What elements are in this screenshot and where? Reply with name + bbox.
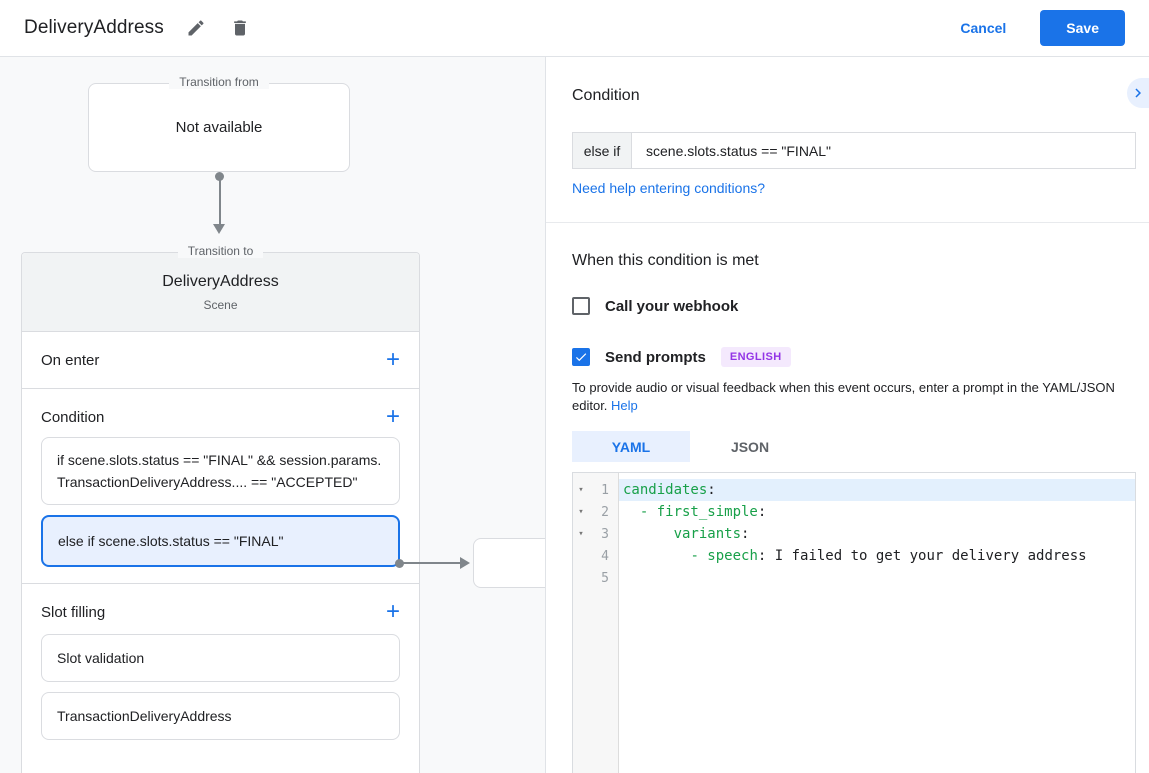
slot-filling-label: Slot filling (41, 603, 106, 621)
call-webhook-label: Call your webhook (605, 297, 739, 315)
transition-arrow (213, 172, 226, 235)
transition-from-label: Transition from (89, 75, 349, 89)
code-line[interactable] (619, 567, 1135, 589)
line-number: 3 (601, 526, 609, 542)
send-prompts-checkbox[interactable] (572, 348, 590, 366)
on-enter-label: On enter (41, 351, 100, 369)
fold-arrow-icon[interactable]: ▾ (578, 507, 584, 517)
condition-prefix: else if (572, 132, 632, 169)
page-title: DeliveryAddress (24, 17, 164, 38)
transition-target-node (473, 538, 545, 588)
cancel-button[interactable]: Cancel (960, 20, 1007, 36)
condition-item[interactable]: if scene.slots.status == "FINAL" && sess… (41, 437, 400, 505)
condition-item-selected[interactable]: else if scene.slots.status == "FINAL" (41, 515, 400, 567)
scene-type: Scene (203, 298, 238, 312)
edit-icon[interactable] (184, 16, 208, 40)
divider (546, 222, 1149, 223)
code-line[interactable]: candidates: (619, 479, 1135, 501)
scene-diagram-panel: Transition from Not available Transition… (0, 57, 546, 773)
scene-header: DeliveryAddress Scene (22, 253, 419, 332)
fold-arrow-icon[interactable]: ▾ (578, 485, 584, 495)
condition-met-title: When this condition is met (572, 252, 759, 269)
check-icon (575, 353, 587, 362)
prompt-description: To provide audio or visual feedback when… (572, 380, 1115, 413)
add-on-enter-button[interactable]: + (385, 346, 400, 373)
line-number: 5 (601, 570, 609, 586)
delete-icon[interactable] (228, 16, 252, 40)
editor-tabs: YAML JSON (572, 431, 810, 462)
condition-editor-panel: Condition else if Need help entering con… (546, 57, 1149, 773)
panel-title: Condition (572, 87, 640, 104)
tab-yaml[interactable]: YAML (572, 431, 690, 462)
line-number: 4 (601, 548, 609, 564)
code-line[interactable]: - first_simple: (639, 504, 767, 520)
add-slot-button[interactable]: + (385, 598, 400, 625)
yaml-editor[interactable]: ▾ 1 ▾ 2 ▾ 3 4 5 candidates: - first_simple: var… (572, 472, 1136, 773)
condition-transition-connector (395, 538, 545, 598)
chevron-right-icon (1135, 88, 1141, 98)
editor-code[interactable]: candidates: - first_simple: variants: - … (619, 473, 1135, 773)
transition-from-content: Not available (175, 119, 263, 136)
condition-input-row: else if (572, 132, 1136, 169)
call-webhook-checkbox[interactable] (572, 297, 590, 315)
on-enter-row: On enter + (22, 332, 419, 389)
editor-gutter: ▾ 1 ▾ 2 ▾ 3 4 5 (573, 473, 619, 773)
transition-from-node: Transition from Not available (88, 75, 350, 172)
collapse-panel-button[interactable] (1127, 78, 1149, 108)
fold-arrow-icon[interactable]: ▾ (578, 529, 584, 539)
slot-item[interactable]: Slot validation (41, 634, 400, 682)
scene-node: Transition to DeliveryAddress Scene On e… (21, 244, 420, 773)
tab-json[interactable]: JSON (730, 438, 770, 455)
condition-section-label: Condition (41, 408, 105, 426)
line-number: 1 (601, 482, 609, 498)
code-line[interactable]: - speech: I failed to get your delivery … (690, 548, 1087, 564)
line-number: 2 (601, 504, 609, 520)
condition-input[interactable] (632, 132, 1136, 169)
slot-filling-section: Slot filling + Slot validation Transacti… (22, 584, 419, 756)
condition-section: Condition + if scene.slots.status == "FI… (22, 389, 419, 584)
top-bar: DeliveryAddress Cancel Save (0, 0, 1149, 57)
slot-item[interactable]: TransactionDeliveryAddress (41, 692, 400, 740)
save-button[interactable]: Save (1040, 10, 1125, 46)
help-link[interactable]: Help (611, 397, 638, 413)
language-badge: ENGLISH (720, 347, 791, 367)
send-prompts-label: Send prompts (605, 348, 706, 366)
scene-name: DeliveryAddress (162, 273, 279, 290)
conditions-help-link[interactable]: Need help entering conditions? (572, 180, 766, 196)
code-line[interactable]: variants: (673, 526, 750, 542)
add-condition-button[interactable]: + (385, 403, 400, 430)
